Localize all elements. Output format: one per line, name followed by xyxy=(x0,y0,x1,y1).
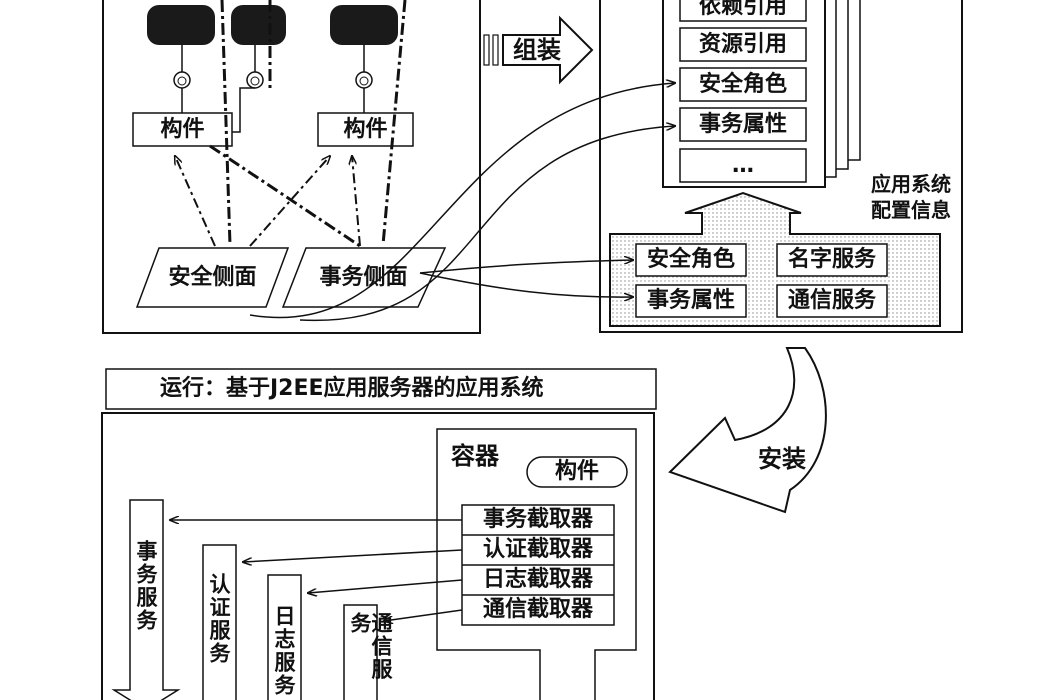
assembly-frame xyxy=(102,0,481,334)
descriptor-item-security-role: 安全角色 xyxy=(698,71,787,97)
assemble-arrow xyxy=(483,15,594,85)
container-label: 容器 xyxy=(451,442,499,470)
config-label-line2: 配置信息 xyxy=(871,198,951,222)
interceptor-transaction: 事务截取器 xyxy=(482,507,593,532)
aspect-transaction-shape xyxy=(281,247,447,308)
aspect-security-label: 安全侧面 xyxy=(168,264,257,290)
aspect-security-shape xyxy=(135,247,290,308)
component-blob-3 xyxy=(330,5,398,45)
service-security-role: 安全角色 xyxy=(646,247,735,272)
service-arrow-log xyxy=(267,574,302,700)
interface-icon xyxy=(246,71,264,89)
service-arrow-transaction xyxy=(111,499,181,700)
descriptor-item-ellipsis: … xyxy=(732,152,754,178)
service-label-transaction: 事务服务 xyxy=(134,540,158,632)
assemble-label: 组装 xyxy=(513,36,561,64)
runtime-title: 运行：基于J2EE应用服务器的应用系统 xyxy=(160,376,544,401)
interface-icon xyxy=(355,71,373,89)
component-box-left xyxy=(132,112,233,147)
component-label-left: 构件 xyxy=(160,116,205,142)
component-box-right xyxy=(317,112,414,147)
component-capsule-label: 构件 xyxy=(554,459,599,484)
descriptor-item-transaction: 事务属性 xyxy=(698,111,787,137)
interface-icon xyxy=(173,71,191,89)
descriptor-item-resource: 资源引用 xyxy=(698,31,787,57)
service-naming: 名字服务 xyxy=(787,247,876,272)
interceptor-comm: 通信截取器 xyxy=(482,597,593,622)
interceptor-log: 日志截取器 xyxy=(482,567,593,592)
config-label-line1: 应用系统 xyxy=(871,172,951,196)
service-communication: 通信服务 xyxy=(787,288,876,313)
install-label: 安装 xyxy=(758,445,806,473)
component-blob-2 xyxy=(231,5,286,45)
install-arrow xyxy=(668,347,827,514)
runtime-frame xyxy=(101,412,655,700)
component-capsule xyxy=(526,456,628,488)
runtime-title-bar xyxy=(105,368,657,410)
descriptor-item-dependency: 依赖引用 xyxy=(698,0,787,19)
service-arrow-auth xyxy=(202,544,237,700)
service-label-comm: 通信服务 xyxy=(348,612,393,681)
service-label-auth: 认证服务 xyxy=(207,573,231,665)
service-arrow-comm xyxy=(343,604,378,700)
interceptor-auth: 认证截取器 xyxy=(482,537,593,562)
component-label-right: 构件 xyxy=(343,116,388,142)
component-blob-1 xyxy=(147,5,215,45)
service-label-log: 日志服务 xyxy=(272,605,296,697)
deployment-frame xyxy=(599,0,963,333)
aspect-transaction-label: 事务侧面 xyxy=(319,264,408,290)
service-transaction-attr: 事务属性 xyxy=(646,288,735,313)
